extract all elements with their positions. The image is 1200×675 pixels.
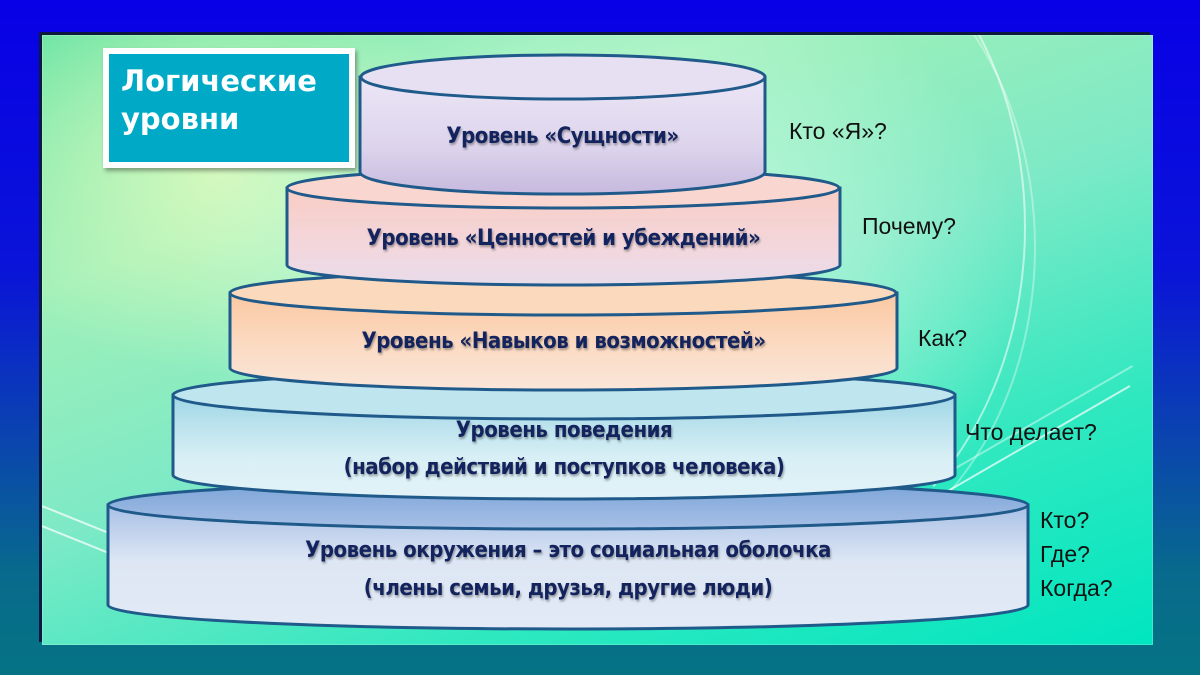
question-values: Почему? [862, 213, 956, 240]
question-environment: Кто? Где? Когда? [1040, 503, 1113, 605]
question-line: Когда? [1040, 575, 1113, 601]
level-label-line: Уровень окружения – это социальная оболо… [305, 538, 831, 563]
question-line: Что делает? [965, 419, 1097, 445]
slide-title-box: Логические уровни [103, 48, 355, 168]
slide-title-line: уровни [121, 102, 240, 136]
slide-title-line: Логические [121, 64, 317, 98]
level-label-line: (члены семьи, друзья, другие люди) [363, 576, 773, 601]
level-label-values: Уровень «Ценностей и убеждений» [287, 224, 840, 254]
level-label-environment: Уровень окружения – это социальная оболо… [108, 532, 1028, 608]
question-identity: Кто «Я»? [789, 118, 887, 145]
level-label-line: Уровень «Сущности» [446, 124, 679, 149]
level-label-skills: Уровень «Навыков и возможностей» [230, 327, 897, 357]
question-line: Почему? [862, 213, 956, 239]
question-behavior: Что делает? [965, 419, 1097, 446]
question-line: Где? [1040, 541, 1090, 567]
level-label-identity: Уровень «Сущности» [360, 122, 765, 152]
level-label-line: Уровень «Навыков и возможностей» [361, 329, 766, 354]
question-skills: Как? [918, 325, 967, 352]
question-line: Кто «Я»? [789, 118, 887, 144]
level-label-line: Уровень поведения [455, 418, 673, 443]
level-label-line: Уровень «Ценностей и убеждений» [366, 226, 761, 251]
question-line: Как? [918, 325, 968, 351]
question-line: Кто? [1040, 507, 1090, 533]
cylinder-identity [358, 53, 767, 196]
level-label-behavior: Уровень поведения (набор действий и пост… [173, 412, 955, 486]
level-label-line: (набор действий и поступков человека) [343, 455, 785, 480]
